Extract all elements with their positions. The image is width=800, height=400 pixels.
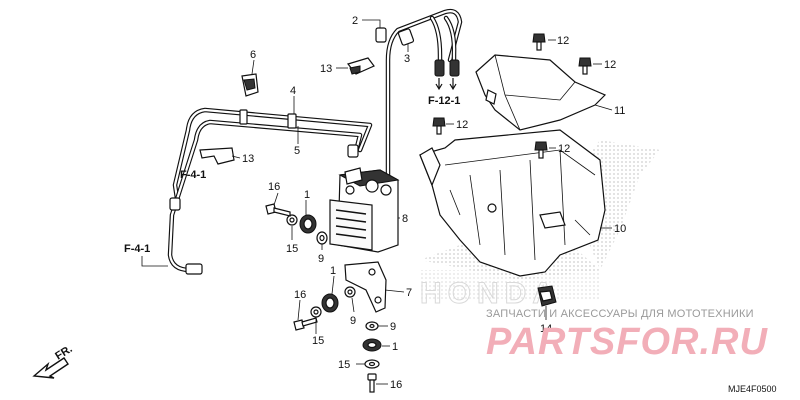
callout-16-lower: 16 bbox=[390, 379, 402, 391]
flange-bolt bbox=[367, 373, 377, 393]
reference-labels: F-4-1 F-4-1 F-12-1 bbox=[124, 95, 460, 267]
brake-pipe-5 bbox=[167, 119, 363, 275]
mount-grommet bbox=[362, 338, 382, 352]
callout-10: 10 bbox=[614, 223, 626, 235]
bolt-12 bbox=[534, 141, 548, 159]
pipe-clip-13-upper bbox=[346, 57, 375, 75]
callout-1-middle: 1 bbox=[330, 265, 336, 277]
callout-12-b: 12 bbox=[604, 59, 616, 71]
pipe-fitting bbox=[185, 263, 203, 275]
callout-16-upper: 16 bbox=[268, 181, 280, 193]
callout-7: 7 bbox=[406, 287, 412, 299]
leader-lines bbox=[231, 19, 613, 385]
callout-6: 6 bbox=[250, 49, 256, 61]
fr-label: FR. bbox=[53, 343, 74, 363]
ref-f-12-1: F-12-1 bbox=[428, 95, 460, 107]
washer bbox=[364, 359, 380, 369]
pipe-fitting bbox=[347, 144, 359, 158]
callout-9-lower: 9 bbox=[390, 321, 396, 333]
mount-grommet bbox=[321, 293, 339, 313]
callout-16-middle: 16 bbox=[294, 289, 306, 301]
pipe-fitting bbox=[397, 28, 415, 46]
brake-pipe-2 bbox=[375, 8, 463, 193]
callout-13-lower: 13 bbox=[242, 153, 254, 165]
callout-9-middle: 9 bbox=[350, 315, 356, 327]
callout-1-upper: 1 bbox=[304, 189, 310, 201]
brake-pipe-3 bbox=[429, 15, 460, 91]
watermark-tagline: ЗАПЧАСТИ И АКСЕССУАРЫ ДЛЯ МОТОТЕХНИКИ bbox=[486, 308, 754, 320]
diagram-code: MJE4F0500 bbox=[728, 384, 777, 394]
collar bbox=[365, 321, 379, 331]
callout-12-a: 12 bbox=[557, 35, 569, 47]
arrow-icon bbox=[32, 357, 69, 379]
callout-14: 14 bbox=[540, 323, 552, 335]
callout-8: 8 bbox=[402, 213, 408, 225]
callout-5: 5 bbox=[294, 145, 300, 157]
callout-15-lower: 15 bbox=[338, 359, 350, 371]
pipe-fitting bbox=[169, 197, 181, 211]
ref-f-4-1-upper: F-4-1 bbox=[180, 169, 206, 181]
front-direction-arrow: FR. bbox=[32, 343, 75, 379]
pipe-clip-6 bbox=[241, 73, 259, 97]
collar bbox=[316, 231, 328, 245]
pipe-fitting bbox=[434, 59, 445, 77]
washer bbox=[286, 214, 298, 226]
bolt-12 bbox=[432, 117, 446, 135]
pipe-clamp bbox=[239, 109, 297, 129]
modulator-stay-7 bbox=[344, 261, 387, 313]
callout-12-d: 12 bbox=[558, 143, 570, 155]
honda-brand-text: HONDA bbox=[420, 277, 560, 310]
washer bbox=[310, 306, 322, 318]
callout-13-upper: 13 bbox=[320, 63, 332, 75]
bolt-12 bbox=[532, 33, 546, 51]
clip-14 bbox=[537, 285, 557, 307]
pipe-fitting bbox=[449, 59, 460, 77]
callout-4: 4 bbox=[290, 85, 296, 97]
callout-15-middle: 15 bbox=[312, 335, 324, 347]
callout-11: 11 bbox=[614, 105, 625, 117]
shop-watermark: ЗАПЧАСТИ И АКСЕССУАРЫ ДЛЯ МОТОТЕХНИКИ PA… bbox=[486, 308, 768, 363]
flange-bolt bbox=[293, 317, 318, 331]
brake-pipe-4 bbox=[172, 107, 373, 208]
watermark-logo: PARTSFOR.RU bbox=[486, 321, 768, 363]
pipe-clip-13-lower bbox=[199, 147, 235, 165]
abs-modulator-8 bbox=[329, 167, 400, 253]
collar bbox=[344, 286, 356, 298]
callout-2: 2 bbox=[352, 15, 358, 27]
pipe-fitting bbox=[375, 27, 387, 43]
callout-labels: 2 3 4 5 6 13 13 8 1 16 15 9 1 7 16 15 9 … bbox=[242, 15, 626, 391]
ref-f-4-1-lower: F-4-1 bbox=[124, 243, 150, 255]
callout-3: 3 bbox=[404, 53, 410, 65]
callout-1-lower: 1 bbox=[392, 341, 398, 353]
callout-12-c: 12 bbox=[456, 119, 468, 131]
callout-15-upper: 15 bbox=[286, 243, 298, 255]
mount-grommet bbox=[299, 214, 317, 234]
battery-case-10 bbox=[419, 129, 606, 277]
callout-9-upper: 9 bbox=[318, 253, 324, 265]
bolt-12 bbox=[578, 57, 592, 75]
flange-bolt bbox=[265, 203, 291, 217]
